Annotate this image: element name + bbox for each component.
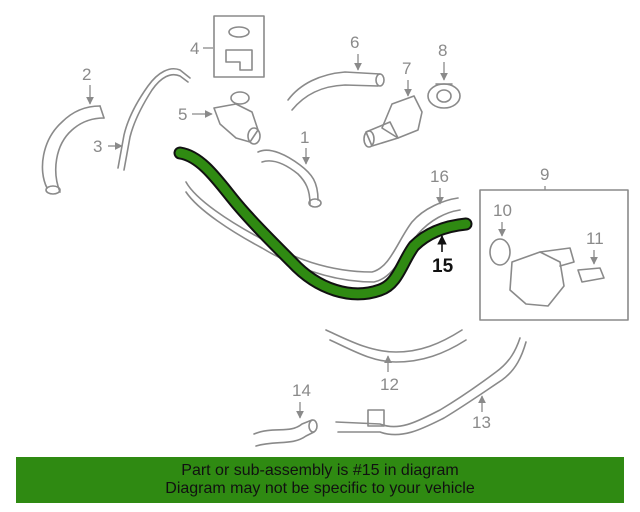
part-6-hose <box>287 71 385 111</box>
info-banner: Part or sub-assembly is #15 in diagram D… <box>16 457 624 503</box>
part-1-hose <box>257 149 322 208</box>
callout-7: 7 <box>402 59 411 78</box>
callout-11: 11 <box>586 229 604 248</box>
callout-16: 16 <box>430 167 449 186</box>
callout-12: 12 <box>380 375 399 394</box>
part-12-hose <box>325 329 467 363</box>
banner-line-2: Diagram may not be specific to your vehi… <box>165 480 475 497</box>
callout-2: 2 <box>82 65 91 84</box>
part-4-gasket-kit <box>213 15 265 78</box>
callout-10: 10 <box>493 201 512 220</box>
callout-4: 4 <box>190 39 199 58</box>
parts-diagram: 2 3 4 5 6 1 7 <box>41 15 629 447</box>
callout-13: 13 <box>472 413 491 432</box>
callout-1: 1 <box>300 128 309 147</box>
part-8-thermostat <box>427 83 461 109</box>
callout-5: 5 <box>178 105 187 124</box>
part-7-housing <box>363 95 423 148</box>
callout-8: 8 <box>438 41 447 60</box>
part-13-pipe <box>335 337 527 436</box>
part-3-pipe <box>117 68 191 171</box>
callout-3: 3 <box>93 137 102 156</box>
part-14-hose <box>253 419 318 447</box>
callout-14: 14 <box>292 381 311 400</box>
callout-6: 6 <box>350 33 359 52</box>
part-16-pipe <box>185 181 461 283</box>
callout-9: 9 <box>540 165 549 184</box>
callout-15: 15 <box>432 256 454 277</box>
part-9-assembly-box <box>479 189 629 321</box>
banner-line-1: Part or sub-assembly is #15 in diagram <box>181 462 459 479</box>
part-15-hose-highlighted <box>173 146 473 301</box>
part-5-fitting <box>213 91 261 145</box>
part-2-hose <box>41 105 105 195</box>
